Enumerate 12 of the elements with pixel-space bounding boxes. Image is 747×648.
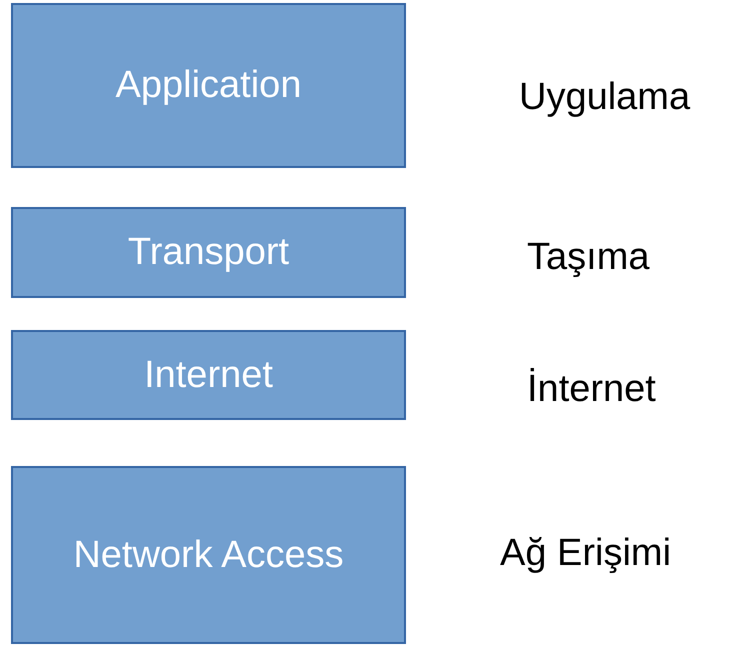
- layer-box: [11, 466, 406, 644]
- layer-name: Transport: [128, 231, 290, 274]
- translated-layer-name: Taşıma: [527, 236, 650, 279]
- layer-box: [11, 3, 406, 168]
- layer-name: Network Access: [73, 534, 344, 576]
- translated-layer-name: Uygulama: [519, 76, 690, 119]
- translated-layer-name: İnternet: [527, 368, 656, 411]
- translated-layer-name: Ağ Erişimi: [500, 532, 672, 575]
- layer-box: [11, 330, 406, 420]
- layer-box: [11, 207, 406, 298]
- layer-name: Internet: [144, 354, 273, 396]
- layer-name: Application: [116, 64, 302, 107]
